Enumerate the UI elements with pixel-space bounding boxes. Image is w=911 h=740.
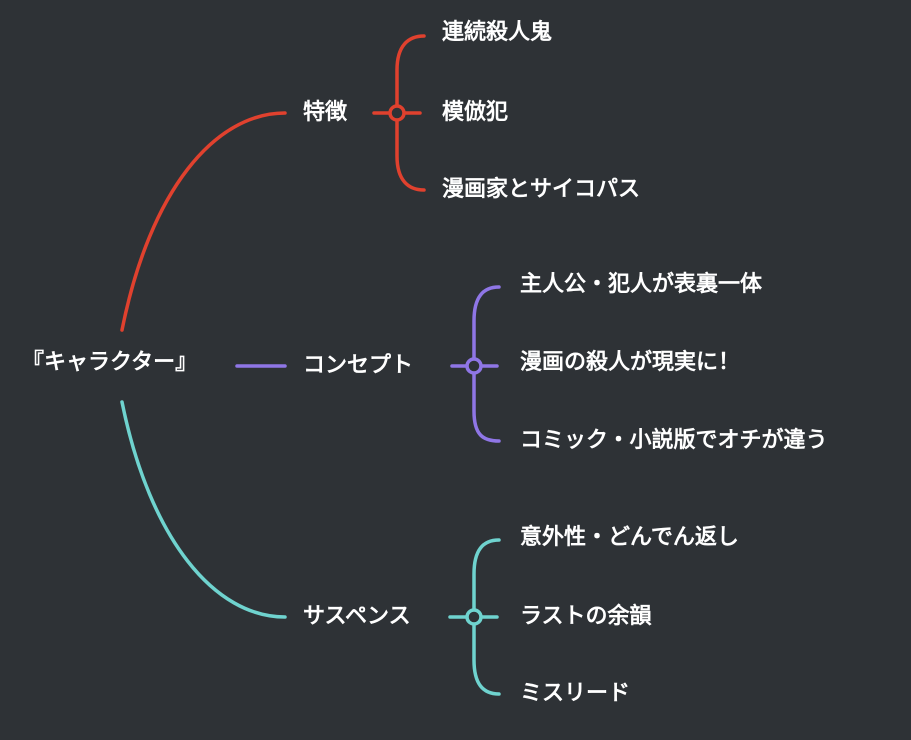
branch-node-label: 特徴 xyxy=(303,100,348,125)
connector-branch-to-leaves xyxy=(450,285,501,443)
leaf-node-label: 漫画の殺人が現実に！ xyxy=(520,350,741,375)
leaf-node-label: ミスリード xyxy=(520,681,631,706)
leaf-node-label: 模倣犯 xyxy=(442,100,509,125)
connector-root-to-branch xyxy=(120,111,287,332)
leaf-node-label: 意外性・どんでん返し xyxy=(520,525,739,550)
leaf-node-label: 漫画家とサイコパス xyxy=(442,177,641,202)
connector-branch-to-leaves xyxy=(372,34,426,192)
leaf-node-label: 連続殺人鬼 xyxy=(442,20,553,45)
connector-branch-to-leaves xyxy=(448,538,501,696)
leaf-node-label: コミック・小説版でオチが違う xyxy=(520,428,828,453)
leaf-node-label: 主人公・犯人が表裏一体 xyxy=(520,272,763,297)
branch-node-label: コンセプト xyxy=(303,353,414,378)
leaf-node-label: ラストの余韻 xyxy=(520,604,652,629)
root-node-label: 『キャラクター』 xyxy=(22,350,198,375)
connector-root-to-branch xyxy=(120,400,287,619)
branch-node-label: サスペンス xyxy=(303,604,411,629)
